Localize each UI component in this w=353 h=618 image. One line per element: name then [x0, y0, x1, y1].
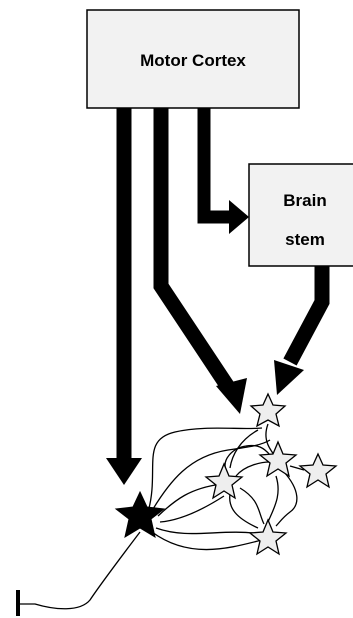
motor-neuron-star-icon — [116, 492, 164, 537]
interneuron-star-icon — [250, 520, 286, 554]
interneuron-star-icon — [206, 464, 242, 498]
direct-corticospinal-arrow — [106, 108, 142, 485]
brainstem-descending-head — [274, 360, 304, 395]
brainstem-arrow-head — [229, 200, 249, 234]
fiber — [152, 532, 262, 550]
brain-stem-label-line2: stem — [285, 230, 325, 249]
motor-neuron-axon — [18, 532, 140, 616]
brainstem-arrow-shaft — [204, 108, 232, 217]
fiber — [276, 472, 297, 526]
fiber — [148, 428, 262, 512]
brain-stem-rect — [249, 164, 353, 266]
fiber — [158, 484, 222, 516]
interneuron-arrow-shaft — [161, 108, 230, 390]
interneurons — [206, 394, 336, 554]
fiber — [156, 528, 262, 534]
brainstem-descending-shaft — [290, 266, 322, 362]
fiber — [240, 488, 264, 524]
fiber — [268, 476, 278, 522]
brain-stem-box: Brain stem — [249, 164, 353, 266]
direct-arrow-head — [106, 458, 142, 485]
motor-cortex-label: Motor Cortex — [140, 51, 246, 70]
interneuron-star-icon — [260, 442, 296, 476]
axon-fiber — [20, 532, 140, 609]
fiber — [236, 462, 270, 476]
motor-cortex-box: Motor Cortex — [87, 10, 299, 108]
interneuron-star-icon — [251, 394, 285, 426]
brainstem-to-interneuron-arrow — [274, 266, 322, 395]
interneuron-star-icon — [300, 454, 336, 487]
fiber — [160, 496, 224, 522]
brain-stem-label-line1: Brain — [283, 191, 326, 210]
cortex-to-brainstem-arrow — [204, 108, 249, 234]
